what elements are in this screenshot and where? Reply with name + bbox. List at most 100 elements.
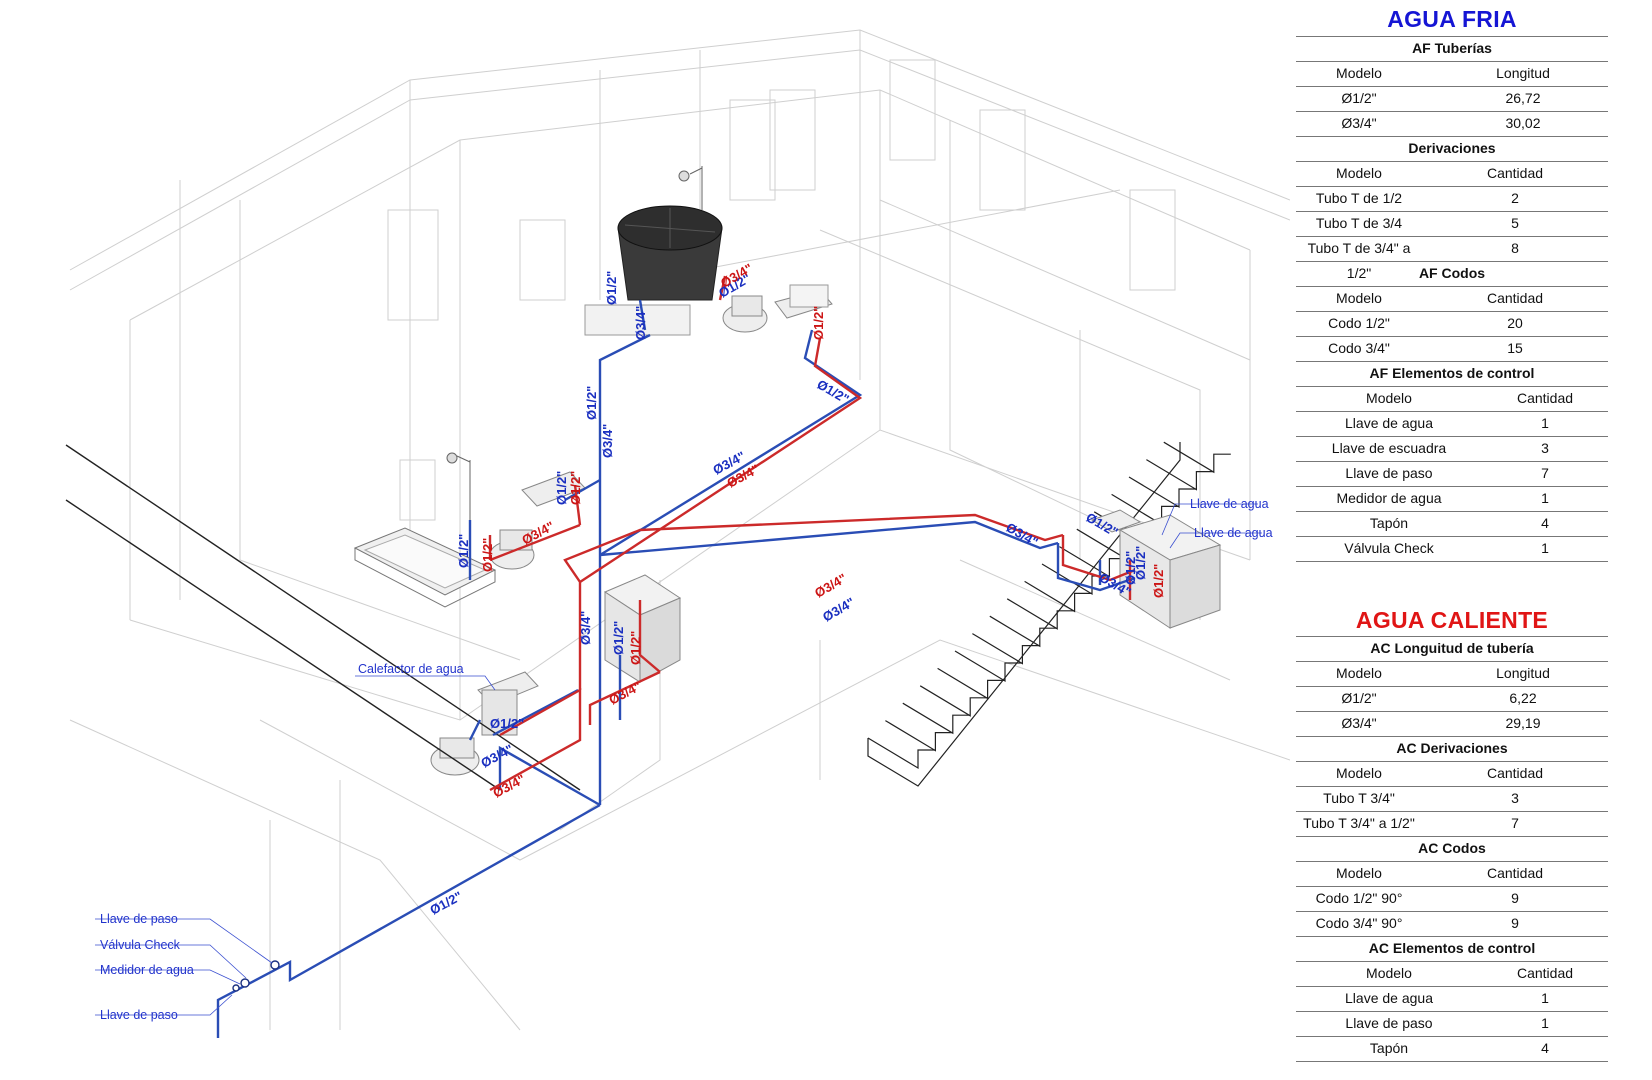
hot-water-pipes <box>488 275 1136 792</box>
table-rule <box>1296 1061 1608 1062</box>
laundry-sink <box>1090 509 1222 629</box>
middle-bathtub <box>353 527 497 608</box>
modelo-cell: Ø3/4" <box>1341 715 1377 731</box>
table-row: Tubo T de 3/4" a 1/2" 8 <box>1296 236 1608 281</box>
modelo-cell: Ø3/4" <box>1341 115 1377 131</box>
value-cell: Cantidad <box>1486 165 1544 181</box>
modelo-cell: Tubo T de 3/4" a 1/2" <box>1307 240 1411 281</box>
value-cell: 4 <box>1541 1040 1549 1056</box>
table-rule <box>1296 36 1608 37</box>
modelo-cell: Modelo <box>1336 65 1382 81</box>
modelo-cell: Llave de agua <box>1345 990 1433 1006</box>
modelo-cell: Codo 1/2" 90° <box>1315 890 1403 906</box>
table-rule <box>1296 561 1608 562</box>
group-title: AC Elementos de control <box>1368 940 1536 956</box>
group-title: AF Tuberías <box>1412 40 1492 56</box>
table-rule <box>1296 336 1608 337</box>
group-title: AF Elementos de control <box>1369 365 1535 381</box>
pipe-segment <box>638 299 647 331</box>
modelo-cell: Llave de paso <box>1345 1015 1433 1031</box>
pipe-segment <box>588 670 661 725</box>
table-rule <box>1296 411 1608 412</box>
table-row: Ø3/4"30,02 <box>1296 111 1608 136</box>
value-cell: 8 <box>1511 240 1519 256</box>
table-rule <box>1296 986 1608 987</box>
pipe-label: Ø1/2" <box>490 716 524 731</box>
stair-stringer <box>867 442 1181 787</box>
pipe-segment <box>599 329 863 557</box>
modelo-cell: Codo 3/4" 90° <box>1315 915 1403 931</box>
value-cell: 29,19 <box>1505 715 1541 731</box>
value-cell: Cantidad <box>1516 390 1574 406</box>
modelo-cell: Modelo <box>1336 665 1382 681</box>
pipe-label: Ø1/2" <box>456 534 471 568</box>
modelo-cell: Modelo <box>1336 765 1382 781</box>
modelo-cell: Ø1/2" <box>1341 690 1377 706</box>
modelo-cell: Válvula Check <box>1344 540 1434 556</box>
pipe-segment <box>638 600 661 673</box>
table-rule <box>1296 761 1608 762</box>
modelo-cell: Modelo <box>1336 865 1382 881</box>
table-rule <box>1296 311 1608 312</box>
table-rule <box>1296 861 1608 862</box>
stair-step <box>919 685 988 717</box>
callout-llave-de-agua-1: Llave de agua <box>1190 497 1269 511</box>
pipe-label: Ø1/2" <box>1151 564 1166 598</box>
pipe-label: Ø1/2" <box>604 271 619 305</box>
table-rule <box>1296 261 1608 262</box>
pipe-label: Ø1/2" <box>554 471 569 505</box>
table-rule <box>1296 636 1608 637</box>
value-cell: 7 <box>1541 465 1549 481</box>
callout-leaders <box>95 503 1262 1016</box>
table-rule <box>1296 736 1608 737</box>
table-header-row: Modelo Cantidad <box>1296 161 1608 186</box>
modelo-cell: Tubo T de 1/2 <box>1315 190 1403 206</box>
stair-step <box>1146 459 1214 491</box>
pipe-segment <box>564 478 601 502</box>
table-rule <box>1296 886 1608 887</box>
stair-step <box>1059 546 1127 578</box>
isometric-plumbing-diagram: Calefactor de agua Llave de agua Llave d… <box>65 29 1290 1038</box>
modelo-cell: Tubo T 3/4" <box>1323 790 1395 806</box>
table-rule <box>1296 386 1608 387</box>
pipe-segment <box>216 803 601 1038</box>
pipe-label: Ø3/4" <box>1004 520 1041 550</box>
table-header-row: Modelo Cantidad <box>1296 861 1608 886</box>
table-rule <box>1296 911 1608 912</box>
pipe-segment <box>579 337 863 584</box>
pipe-segment <box>598 333 651 805</box>
table-rule <box>1296 61 1608 62</box>
table-row: Codo 1/2" 90°9 <box>1296 886 1608 911</box>
pipe-segment <box>498 745 601 807</box>
group-title: Derivaciones <box>1408 140 1496 156</box>
callout-calefactor: Calefactor de agua <box>358 662 464 676</box>
modelo-cell: Llave de paso <box>1345 465 1433 481</box>
group-title: AC Longuitud de tubería <box>1370 640 1534 656</box>
modelo-cell: Llave de escuadra <box>1331 440 1447 456</box>
value-cell: 3 <box>1511 790 1519 806</box>
value-cell: 26,72 <box>1505 90 1541 106</box>
pipe-label: Ø1/2" <box>568 471 583 505</box>
pipe-label: Ø1/2" <box>584 386 599 420</box>
table-rule <box>1296 686 1608 687</box>
pipe-segment <box>492 688 579 737</box>
group-title: AC Codos <box>1418 840 1486 856</box>
callout-llave-de-agua-2: Llave de agua <box>1194 526 1273 540</box>
pipe-label: Ø1/2" <box>811 306 826 340</box>
stair-step <box>989 615 1057 648</box>
modelo-cell: Modelo <box>1336 165 1382 181</box>
value-cell: Cantidad <box>1486 865 1544 881</box>
group-title: AF Codos <box>1418 265 1486 281</box>
